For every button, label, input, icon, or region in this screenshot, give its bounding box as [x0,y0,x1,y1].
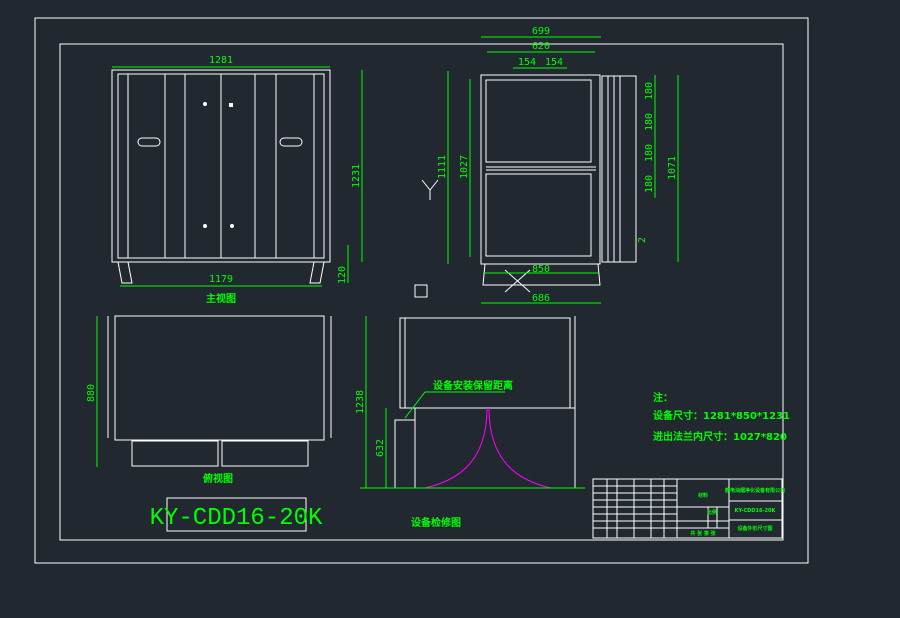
title-block: 材料 比例 共 张 第 张 静电油烟净化设备有限公司 KY-CDD16-20K … [592,478,785,539]
dim-total: 1238 [355,390,366,414]
notes: 注： 设备尺寸：1281*850*1231 进出法兰内尺寸：1027*820 [653,391,790,443]
dim-s4: 180 [644,175,655,193]
dim-base-a: 850 [532,264,550,275]
notes-flange: 进出法兰内尺寸：1027*820 [653,430,787,443]
front-view-title: 主视图 [206,292,236,305]
title-block-sheet: 共 张 第 张 [690,530,716,537]
dim-height-b: 1027 [459,155,470,179]
dim-height-a: 1111 [437,155,448,179]
dim-base-b: 686 [532,293,550,304]
model-box [166,497,307,532]
title-block-drawing-no: KY-CDD16-20K [735,508,777,514]
dim-lower: 632 [375,439,386,457]
notes-size: 设备尺寸：1281*850*1231 [653,409,790,422]
outer-frame [34,17,809,564]
dim-pitch-a: 154 [518,57,536,68]
front-view: 1281 1231 1179 120 主视图 [111,55,363,305]
dim-leg-height: 120 [337,266,348,284]
dim-small: 2 [637,237,648,243]
maintenance-view-title: 设备检修图 [411,516,461,529]
dim-s1: 180 [644,82,655,100]
dim-s3: 180 [644,144,655,162]
dim-width: 1281 [209,55,233,66]
top-view: 880 俯视图 [86,315,332,485]
clearance-label: 设备安装保留距离 [433,379,513,392]
side-view: 699 620 154 154 1111 1027 1071 180 180 1… [414,26,679,304]
dim-overall: 699 [532,26,550,37]
dim-depth: 880 [86,384,97,402]
dim-s2: 180 [644,113,655,131]
dim-inner: 620 [532,41,550,52]
notes-heading: 注： [653,391,673,404]
inner-frame [59,43,784,541]
dim-height-c: 1071 [667,156,678,180]
model-number: KY-CDD16-20K [150,505,323,532]
title-block-company: 静电油烟净化设备有限公司 [725,487,785,494]
top-view-title: 俯视图 [203,472,233,485]
title-block-drawing-name: 设备外形尺寸图 [737,525,772,532]
dim-leg-span: 1179 [209,274,233,285]
dim-pitch-b: 154 [545,57,563,68]
dim-height: 1231 [351,164,362,188]
title-block-scale: 比例 [707,509,717,516]
maintenance-view: 1238 632 设备安装保留距离 设备检修图 [355,316,585,529]
title-block-material: 材料 [698,492,708,499]
